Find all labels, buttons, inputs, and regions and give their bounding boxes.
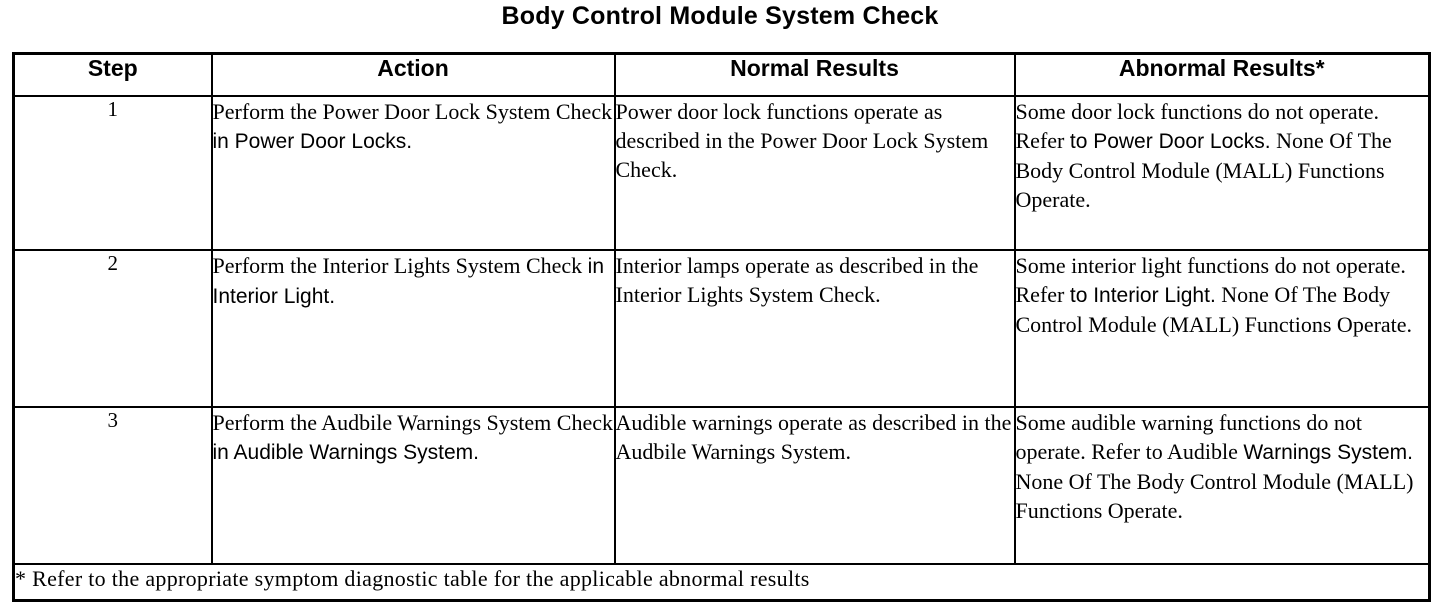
step-number: 3 bbox=[12, 406, 213, 565]
abnormal-text-part-1: Some door lock functions do not operate.… bbox=[1015, 99, 1380, 153]
abnormal-text-part-2: None Of The Body Control Module (MALL) F… bbox=[1015, 282, 1413, 337]
table-header: Step Action Normal Results Abnormal Resu… bbox=[12, 52, 1431, 97]
action-cell: Perform the Audbile Warnings System Chec… bbox=[210, 406, 616, 565]
abnormal-results-cell: Some audible warning functions do not op… bbox=[1013, 406, 1431, 565]
normal-results-cell: Audible warnings operate as described in… bbox=[613, 406, 1016, 565]
footnote-text: * Refer to the appropriate symptom diagn… bbox=[12, 563, 1431, 602]
action-cell: Perform the Power Door Lock System Check… bbox=[210, 95, 616, 251]
action-cell: Perform the Interior Lights System Check… bbox=[210, 249, 616, 408]
abnormal-text-part-2: None Of The Body Control Module (MALL) F… bbox=[1015, 128, 1392, 212]
abnormal-text-alt: Warnings System. bbox=[1243, 441, 1413, 464]
abnormal-text-alt: to Interior Light. bbox=[1069, 284, 1216, 307]
column-header-action: Action bbox=[210, 52, 616, 97]
action-text: Perform the Interior Lights System Check bbox=[212, 253, 583, 278]
column-header-abnormal-results: Abnormal Results* bbox=[1013, 52, 1431, 97]
step-number: 2 bbox=[12, 249, 213, 408]
page-title: Body Control Module System Check bbox=[501, 2, 939, 30]
table-footnote-row: * Refer to the appropriate symptom diagn… bbox=[12, 563, 1431, 602]
abnormal-results-cell: Some door lock functions do not operate.… bbox=[1013, 95, 1431, 251]
action-text-alt: in Audible Warnings System. bbox=[212, 441, 480, 464]
table-row: 2 Perform the Interior Lights System Che… bbox=[12, 249, 1431, 408]
normal-results-cell: Interior lamps operate as described in t… bbox=[613, 249, 1016, 408]
abnormal-results-cell: Some interior light functions do not ope… bbox=[1013, 249, 1431, 408]
column-header-normal-results: Normal Results bbox=[613, 52, 1016, 97]
normal-results-cell: Power door lock functions operate as des… bbox=[613, 95, 1016, 251]
column-header-step: Step bbox=[12, 52, 213, 97]
abnormal-text-part-1: Some audible warning functions do not op… bbox=[1015, 410, 1362, 464]
table-row: 3 Perform the Audbile Warnings System Ch… bbox=[12, 406, 1431, 565]
step-number: 1 bbox=[12, 95, 213, 251]
action-text: Perform the Audbile Warnings System Chec… bbox=[212, 410, 614, 435]
action-text: Perform the Power Door Lock System Check bbox=[212, 99, 613, 124]
abnormal-text-part-2: None Of The Body Control Module (MALL) F… bbox=[1015, 469, 1414, 523]
system-check-table: Step Action Normal Results Abnormal Resu… bbox=[12, 52, 1431, 602]
table-row: 1 Perform the Power Door Lock System Che… bbox=[12, 95, 1431, 251]
action-text-alt: in Interior Light. bbox=[212, 255, 605, 308]
abnormal-text-part-1: Some interior light functions do not ope… bbox=[1015, 253, 1406, 307]
table-body: 1 Perform the Power Door Lock System Che… bbox=[12, 95, 1431, 602]
action-text-alt: in Power Door Locks. bbox=[212, 130, 413, 153]
table-header-row: Step Action Normal Results Abnormal Resu… bbox=[12, 52, 1431, 97]
table-container: Step Action Normal Results Abnormal Resu… bbox=[12, 52, 1431, 602]
abnormal-text-alt: to Power Door Locks. bbox=[1069, 130, 1271, 153]
